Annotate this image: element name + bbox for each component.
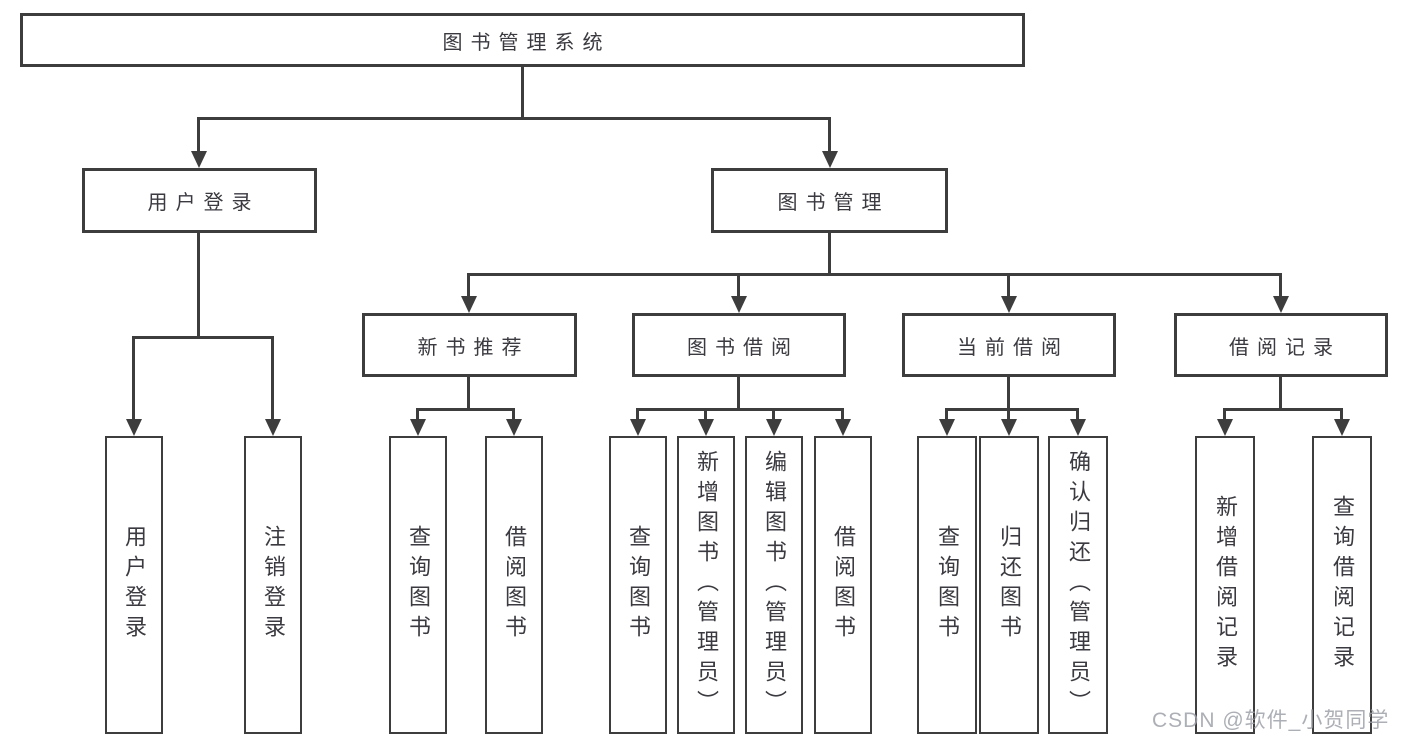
leaf-query-borrow-record-label: 查询借阅记录: [1330, 495, 1355, 675]
arrowhead-down: [1070, 419, 1086, 436]
connector-borrow-stem: [737, 376, 740, 408]
arrowhead-down: [1001, 296, 1017, 313]
connector-root-rail: [198, 117, 831, 120]
node-book-mgmt-label: 图书管理: [777, 192, 890, 214]
arrowhead-down: [1001, 419, 1017, 436]
connector-current-rail: [947, 408, 1079, 411]
connector-current-child1-stem: [945, 408, 948, 420]
connector-mgmt-stem: [828, 232, 831, 273]
leaf-user-login-label: 用户登录: [122, 525, 147, 645]
connector-recommend-stem: [467, 376, 470, 408]
leaf-recommend-borrow-books: 借阅图书: [485, 436, 543, 734]
arrowhead-down: [1334, 419, 1350, 436]
arrowhead-down: [698, 419, 714, 436]
connector-to-records-stem: [1279, 273, 1282, 297]
arrowhead-down: [939, 419, 955, 436]
arrowhead-down: [265, 419, 281, 436]
arrowhead-down: [1217, 419, 1233, 436]
arrowhead-down: [461, 296, 477, 313]
arrowhead-down: [731, 296, 747, 313]
leaf-current-query-books-label: 查询图书: [935, 525, 960, 645]
node-book-borrow: 图书借阅: [632, 313, 846, 377]
connector-current-stem: [1007, 376, 1010, 408]
arrowhead-down: [630, 419, 646, 436]
connector-login-child1-stem: [132, 336, 135, 419]
connector-records-rail: [1225, 408, 1343, 411]
arrowhead-down: [1273, 296, 1289, 313]
node-new-book-recommend-label: 新书推荐: [417, 336, 530, 359]
connector-borrow-child1-stem: [636, 408, 639, 420]
connector-borrow-rail: [638, 408, 844, 411]
leaf-user-login: 用户登录: [105, 436, 163, 734]
leaf-logout: 注销登录: [244, 436, 302, 734]
leaf-edit-book-admin: 编辑图书（管理员）: [745, 436, 803, 734]
leaf-return-book-label: 归还图书: [997, 525, 1022, 645]
connector-borrow-child4-stem: [841, 408, 844, 420]
node-user-login-label: 用户登录: [147, 192, 260, 214]
leaf-recommend-borrow-books-label: 借阅图书: [502, 525, 527, 645]
connector-records-child2-stem: [1340, 408, 1343, 420]
connector-borrow-child3-stem: [772, 408, 775, 420]
leaf-borrow-query-books: 查询图书: [609, 436, 667, 734]
node-borrow-records: 借阅记录: [1174, 313, 1388, 377]
node-current-borrow-label: 当前借阅: [957, 336, 1069, 359]
leaf-add-borrow-record-label: 新增借阅记录: [1213, 495, 1238, 675]
connector-mgmt-rail: [469, 273, 1282, 276]
connector-borrow-child2-stem: [704, 408, 707, 420]
connector-to-mgmt-stem: [828, 117, 831, 152]
node-user-login: 用户登录: [82, 168, 317, 233]
leaf-add-book-admin: 新增图书（管理员）: [677, 436, 735, 734]
leaf-add-book-admin-label: 新增图书（管理员）: [694, 450, 719, 720]
node-book-borrow-label: 图书借阅: [687, 336, 799, 359]
leaf-recommend-query-books-label: 查询图书: [406, 525, 431, 645]
connector-current-child3-stem: [1076, 408, 1079, 420]
arrowhead-down: [822, 151, 838, 168]
leaf-return-book: 归还图书: [979, 436, 1039, 734]
connector-records-child1-stem: [1223, 408, 1226, 420]
leaf-confirm-return-admin: 确认归还（管理员）: [1048, 436, 1108, 734]
connector-to-current-stem: [1007, 273, 1010, 297]
node-book-mgmt: 图书管理: [711, 168, 948, 233]
connector-records-stem: [1279, 376, 1282, 408]
node-root-system-label: 图书管理系统: [442, 31, 611, 54]
leaf-borrow-books-label: 借阅图书: [831, 525, 856, 645]
arrowhead-down: [766, 419, 782, 436]
leaf-current-query-books: 查询图书: [917, 436, 977, 734]
arrowhead-down: [506, 419, 522, 436]
connector-root-stem: [521, 66, 524, 117]
leaf-borrow-books: 借阅图书: [814, 436, 872, 734]
leaf-query-borrow-record: 查询借阅记录: [1312, 436, 1372, 734]
connector-login-rail: [133, 336, 274, 339]
arrowhead-down: [410, 419, 426, 436]
connector-current-child2-stem: [1007, 408, 1010, 420]
leaf-add-borrow-record: 新增借阅记录: [1195, 436, 1255, 734]
leaf-edit-book-admin-label: 编辑图书（管理员）: [762, 450, 787, 720]
node-root-system: 图书管理系统: [20, 13, 1025, 67]
connector-recommend-rail: [418, 408, 515, 411]
arrowhead-down: [126, 419, 142, 436]
arrowhead-down: [191, 151, 207, 168]
node-borrow-records-label: 借阅记录: [1229, 336, 1341, 359]
connector-to-login-stem: [197, 117, 200, 152]
leaf-borrow-query-books-label: 查询图书: [626, 525, 651, 645]
connector-to-borrow-stem: [737, 273, 740, 297]
connector-recommend-child2-stem: [512, 408, 515, 420]
connector-to-recommend-stem: [467, 273, 470, 297]
connector-recommend-child1-stem: [416, 408, 419, 420]
connector-login-stem: [197, 232, 200, 336]
node-current-borrow: 当前借阅: [902, 313, 1116, 377]
connector-login-child2-stem: [271, 336, 274, 419]
arrowhead-down: [835, 419, 851, 436]
leaf-recommend-query-books: 查询图书: [389, 436, 447, 734]
csdn-watermark: CSDN @软件_小贺同学: [1152, 709, 1390, 732]
leaf-logout-label: 注销登录: [261, 525, 286, 645]
node-new-book-recommend: 新书推荐: [362, 313, 577, 377]
leaf-confirm-return-admin-label: 确认归还（管理员）: [1066, 450, 1091, 720]
